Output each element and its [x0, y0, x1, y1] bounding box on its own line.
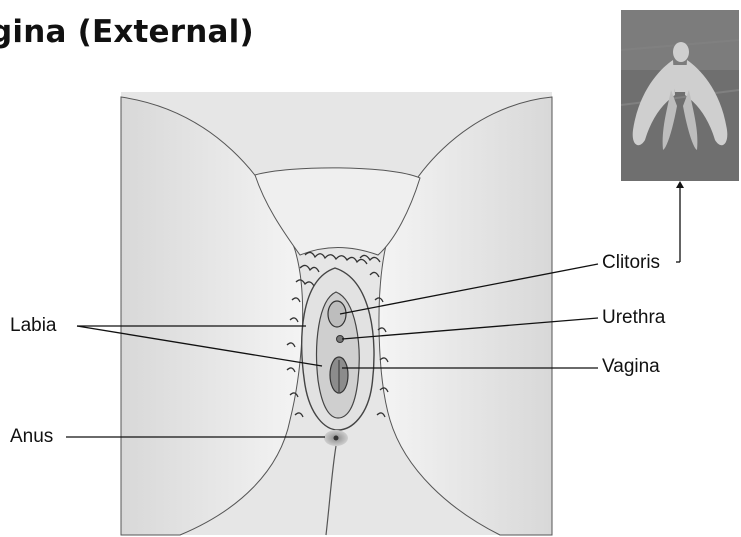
label-vagina: Vagina [602, 356, 660, 378]
label-labia: Labia [10, 315, 57, 337]
label-clitoris: Clitoris [602, 252, 660, 274]
label-urethra: Urethra [602, 307, 665, 329]
clitoris-model-photo [621, 10, 739, 181]
label-anus: Anus [10, 426, 53, 448]
photo-leader-arrow [676, 181, 684, 188]
